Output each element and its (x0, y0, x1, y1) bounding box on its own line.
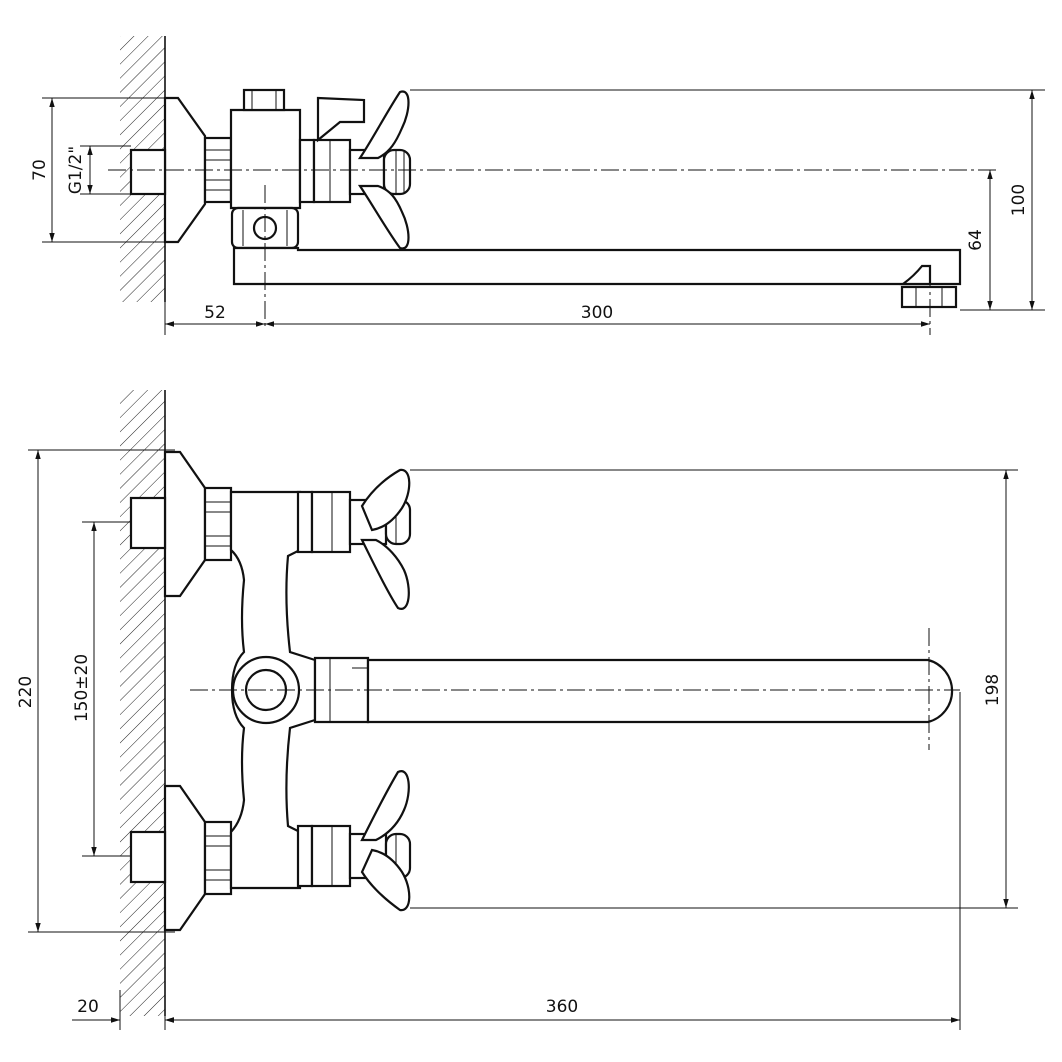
top-view: 70 G1/2" 52 300 64 100 (30, 36, 1045, 335)
dim-300: 300 (581, 303, 613, 323)
upper-cross-handle (360, 468, 411, 532)
cross-handle-top (357, 90, 410, 160)
lever-top-back (316, 96, 366, 143)
dim-150: 150±20 (72, 654, 92, 722)
valve-head-top (298, 138, 316, 204)
dim-thread: G1/2" (66, 146, 86, 194)
dim-70: 70 (30, 159, 50, 181)
upper-flange-front (163, 450, 207, 598)
dim-52: 52 (204, 303, 226, 323)
aerator-top (900, 285, 958, 309)
spout-top (232, 246, 962, 286)
wall-hatch-front (120, 390, 165, 1016)
dim-64: 64 (966, 229, 986, 251)
dim-220: 220 (16, 676, 36, 708)
lower-cross-handle (360, 770, 410, 842)
dim-100: 100 (1009, 184, 1029, 216)
dim-360: 360 (546, 997, 578, 1017)
dim-20: 20 (77, 997, 99, 1017)
lower-flange-front (163, 784, 207, 932)
inlet-pipe-top (129, 148, 167, 196)
dim-198: 198 (983, 674, 1003, 706)
front-view: 220 150±20 198 20 360 (16, 390, 1018, 1030)
